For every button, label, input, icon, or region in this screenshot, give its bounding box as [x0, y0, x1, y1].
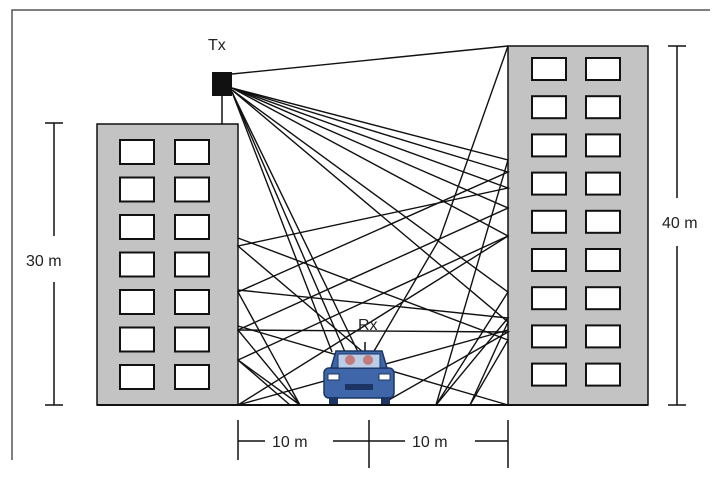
- car-right-headlight: [378, 373, 391, 381]
- building-window: [119, 214, 155, 240]
- ray-reflected: [231, 87, 509, 406]
- left-building-height-label: 30 m: [26, 253, 62, 270]
- building-window: [585, 171, 621, 196]
- ray-reflected: [231, 89, 509, 406]
- building-window: [585, 248, 621, 272]
- passenger-icon: [363, 355, 373, 365]
- building-window: [585, 57, 621, 81]
- building-window: [531, 171, 567, 196]
- ray-reflected: [237, 289, 510, 406]
- receiver-label: Rx: [358, 317, 378, 334]
- building-window: [531, 95, 567, 120]
- driver-icon: [345, 355, 355, 365]
- propagation-rays: [231, 45, 511, 406]
- car-grille: [345, 384, 373, 390]
- building-window: [119, 176, 155, 203]
- building-window: [531, 209, 567, 234]
- building-window: [585, 209, 621, 234]
- transmitter: Tx: [208, 37, 232, 124]
- transmitter-antenna-icon: [212, 72, 232, 96]
- ray-direct: [231, 91, 359, 353]
- building-window: [531, 57, 567, 81]
- building-window: [531, 324, 567, 349]
- left-building-body: [96, 123, 239, 406]
- car-right-wheel: [381, 397, 390, 404]
- image-frame: [11, 9, 710, 460]
- car-body: [323, 367, 395, 399]
- building-window: [585, 324, 621, 349]
- building-window: [174, 289, 210, 315]
- building-window: [174, 176, 210, 203]
- ray-reflected: [369, 45, 509, 359]
- transmitter-label: Tx: [208, 37, 226, 54]
- car-left-headlight: [327, 373, 340, 381]
- building-window: [531, 362, 567, 387]
- horizontal-gap-dimension: [237, 420, 509, 468]
- ray-reflected: [231, 89, 509, 406]
- ray-reflected: [231, 87, 510, 406]
- building-window: [174, 139, 210, 165]
- receiver-car: Rx: [323, 317, 395, 404]
- car-windshield: [337, 353, 381, 369]
- building-window: [585, 286, 621, 311]
- right-building-windows: [531, 57, 621, 387]
- ray-roof: [231, 45, 509, 75]
- building-window: [119, 326, 155, 353]
- left-gap-label: 10 m: [272, 434, 308, 451]
- right-building-height-label: 40 m: [662, 215, 698, 232]
- ray-reflected: [237, 235, 509, 406]
- building-window: [174, 326, 210, 353]
- building-window: [174, 364, 210, 390]
- right-height-dimension: [668, 45, 686, 406]
- building-window: [119, 289, 155, 315]
- building-window: [531, 248, 567, 272]
- left-building: [96, 123, 239, 406]
- building-window: [119, 364, 155, 390]
- building-window: [174, 251, 210, 278]
- building-window: [585, 362, 621, 387]
- building-window: [585, 133, 621, 158]
- left-building-windows: [119, 139, 210, 390]
- right-gap-label: 10 m: [412, 434, 448, 451]
- ray-reflected: [231, 87, 511, 406]
- left-height-dimension: [45, 122, 63, 406]
- ray-reflected: [237, 237, 510, 406]
- building-window: [119, 139, 155, 165]
- right-building-body: [507, 45, 649, 406]
- ray-reflected: [231, 87, 511, 359]
- ray-reflected: [237, 359, 301, 406]
- ray-reflected: [231, 87, 510, 406]
- building-window: [585, 95, 621, 120]
- building-window: [531, 133, 567, 158]
- ray-direct: [231, 91, 346, 353]
- ray-direct: [231, 91, 333, 353]
- building-window: [119, 251, 155, 278]
- right-building: [507, 45, 649, 406]
- building-window: [531, 286, 567, 311]
- car-left-wheel: [329, 397, 338, 404]
- building-window: [174, 214, 210, 240]
